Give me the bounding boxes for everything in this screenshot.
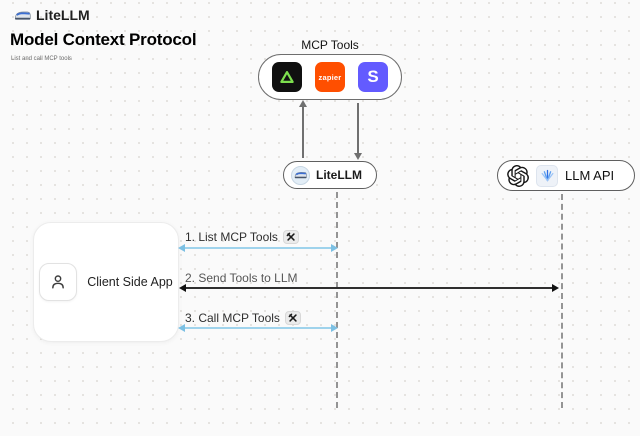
llm-api-node: LLM API — [497, 160, 635, 191]
mcp-tools-node: zapier S — [258, 54, 402, 100]
brand-label: LiteLLM — [36, 7, 90, 23]
hammer-wrench-icon — [282, 230, 299, 244]
client-side-app-node: Client Side App — [33, 222, 179, 342]
green-triangle-tool-icon — [272, 62, 302, 92]
arrow2-text: 2. Send Tools to LLM — [185, 271, 298, 285]
mcp-tools-label: MCP Tools — [301, 38, 359, 52]
arrow1-line — [184, 247, 332, 249]
page-title: Model Context Protocol — [10, 30, 197, 49]
stripe-icon: S — [358, 62, 388, 92]
arrow2-line — [185, 287, 553, 289]
litellm-node-label: LiteLLM — [316, 168, 362, 182]
down-arrowhead-icon — [354, 153, 362, 160]
arrow2-right-arrowhead-icon — [552, 284, 559, 292]
arrow3-line — [184, 327, 332, 329]
arrow3-right-arrowhead-icon — [331, 324, 338, 332]
client-node-label: Client Side App — [87, 275, 173, 289]
openai-icon — [507, 164, 529, 187]
arrow2-label: 2. Send Tools to LLM — [185, 271, 298, 285]
litellm-lifeline — [336, 192, 338, 408]
stripe-letter: S — [367, 67, 379, 86]
arrow1-right-arrowhead-icon — [331, 244, 338, 252]
brand: LiteLLM — [14, 7, 90, 23]
up-arrowhead-icon — [299, 100, 307, 107]
arrow3-label: 3. Call MCP Tools — [185, 311, 301, 325]
down-connector-line — [357, 103, 359, 154]
llm-api-node-label: LLM API — [565, 168, 615, 183]
llm-provider-icon — [536, 164, 558, 187]
page-subtitle: List and call MCP tools — [11, 56, 72, 62]
arrow2-left-arrowhead-icon — [179, 284, 186, 292]
up-connector-line — [302, 106, 304, 158]
hammer-wrench-icon — [284, 311, 301, 325]
arrow1-left-arrowhead-icon — [178, 244, 185, 252]
llm-api-lifeline — [561, 194, 563, 408]
person-icon — [39, 263, 78, 301]
arrow1-text: 1. List MCP Tools — [185, 230, 278, 244]
zapier-wordmark: zapier — [318, 72, 342, 82]
arrow3-left-arrowhead-icon — [178, 324, 185, 332]
litellm-logo-icon — [291, 165, 310, 185]
arrow1-label: 1. List MCP Tools — [185, 230, 299, 244]
zapier-icon: zapier — [315, 62, 345, 92]
litellm-train-icon — [14, 9, 31, 22]
litellm-node: LiteLLM — [283, 161, 377, 189]
arrow3-text: 3. Call MCP Tools — [185, 311, 280, 325]
